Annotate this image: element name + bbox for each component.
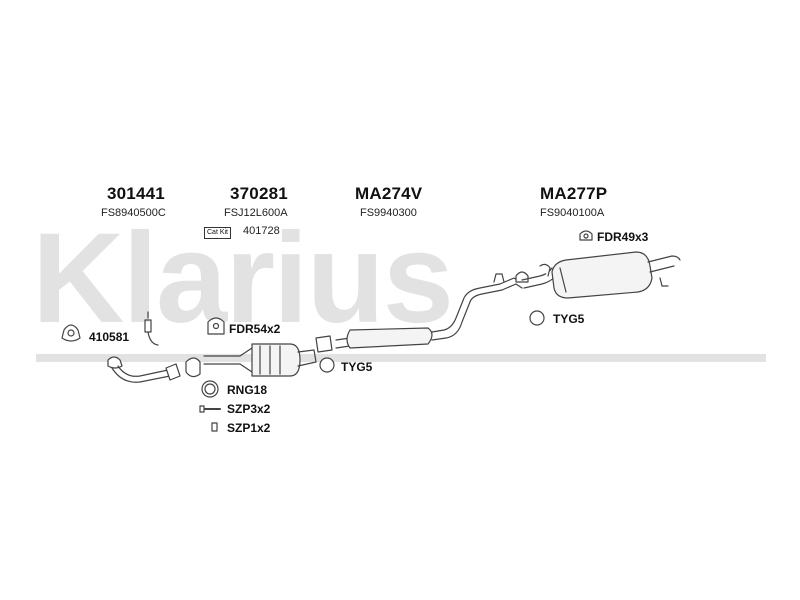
clamp-tyg5-rear-icon xyxy=(529,310,545,326)
watermark-underline xyxy=(36,354,766,362)
group-4-number: MA277P xyxy=(540,184,608,203)
gasket-410581-icon xyxy=(61,324,81,342)
group-2-number: 370281 xyxy=(230,184,288,203)
part-label-fdr54x2: FDR54x2 xyxy=(229,322,281,336)
part-label-fdr49x3: FDR49x3 xyxy=(597,230,649,244)
klarius-watermark: Klarius xyxy=(32,207,454,350)
gasket-mid-icon xyxy=(315,335,333,353)
group-2-code: FSJ12L600A xyxy=(224,207,288,219)
clamp-tyg5-mid-icon xyxy=(319,357,335,373)
group-1-code: FS8940500C xyxy=(101,207,166,219)
part-label-rng18: RNG18 xyxy=(227,383,268,397)
middle-silencer-icon xyxy=(335,277,523,349)
group-3-number: MA274V xyxy=(355,184,423,203)
part-label-tyg5-mid: TYG5 xyxy=(341,360,373,374)
front-downpipe-icon xyxy=(107,356,181,383)
lambda-sensor-icon xyxy=(144,311,159,346)
rear-silencer-icon xyxy=(521,251,681,299)
group-1-number: 301441 xyxy=(107,184,165,203)
part-label-szp3x2: SZP3x2 xyxy=(227,402,271,416)
part-label-tyg5-rear: TYG5 xyxy=(553,312,585,326)
group-2-extra: 401728 xyxy=(243,225,280,237)
nut-szp1x2-icon xyxy=(211,422,218,432)
rubber-mount-fdr49x3-icon xyxy=(579,230,593,241)
gasket-front-cat-icon xyxy=(185,357,201,378)
bolt-szp3x2-icon xyxy=(199,405,221,413)
catalytic-converter-icon xyxy=(203,343,317,377)
part-label-410581: 410581 xyxy=(89,330,130,344)
part-label-szp1x2: SZP1x2 xyxy=(227,421,271,435)
group-3-code: FS9940300 xyxy=(360,207,417,219)
cat-kit-badge: Cat Kit xyxy=(204,227,232,239)
rubber-mount-fdr54x2-icon xyxy=(207,317,225,335)
ring-rng18-icon xyxy=(201,380,219,398)
group-4-code: FS9040100A xyxy=(540,207,605,219)
hanger-icon xyxy=(493,271,529,283)
